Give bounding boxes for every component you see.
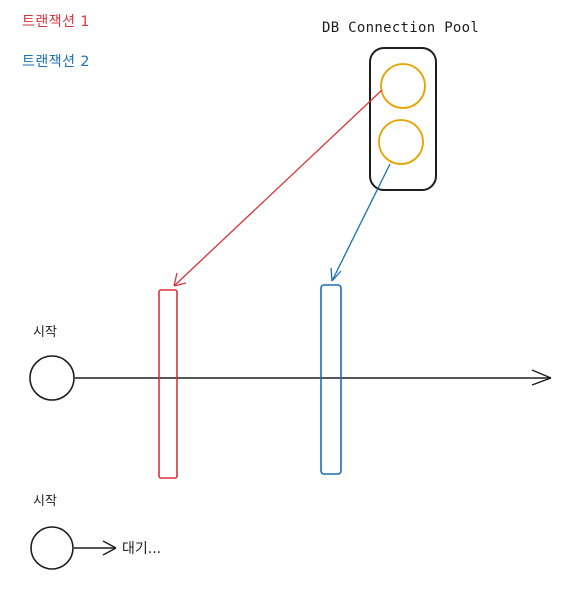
timeline-1-arrow <box>75 369 552 386</box>
pool-title: DB Connection Pool <box>322 20 480 36</box>
timeline-2-arrow <box>74 540 117 556</box>
arrow-connection-to-transaction-1 <box>173 89 383 287</box>
waiting-label: 대기... <box>122 541 162 557</box>
connection-2 <box>378 119 424 165</box>
connection-1 <box>380 63 426 109</box>
timeline-2-start-label: 시작 <box>33 494 57 509</box>
timeline-2-start-node <box>30 526 74 570</box>
transaction-1-label: 트랜잭션 1 <box>22 14 90 30</box>
timeline-1-start-label: 시작 <box>33 325 57 340</box>
transaction-2-label: 트랜잭션 2 <box>22 54 90 70</box>
transaction-1-bar <box>158 289 178 479</box>
timeline-1-start-node <box>29 355 75 401</box>
arrow-connection-to-transaction-2 <box>330 163 391 282</box>
connection-pool-box <box>369 47 437 191</box>
transaction-2-bar <box>320 284 342 475</box>
